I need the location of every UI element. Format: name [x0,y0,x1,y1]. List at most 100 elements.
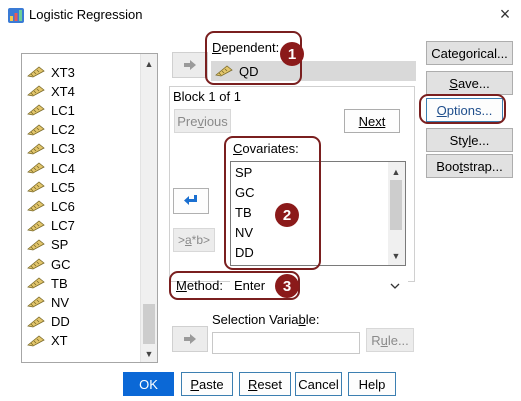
scale-variable-icon [27,277,45,289]
variable-name: LC5 [51,179,75,195]
covariates-scrollbar[interactable]: ▲ ▼ [388,162,405,265]
variable-name: LC7 [51,218,75,234]
title-bar [0,0,521,30]
cancel-button[interactable]: Cancel [295,372,342,396]
variable-name: TB [51,275,68,291]
method-label: Method: [176,278,223,293]
scale-variable-icon [27,143,45,155]
variable-name: NV [51,294,70,310]
selection-variable-field[interactable] [212,332,360,354]
scale-variable-icon [27,200,45,212]
scale-variable-icon [27,162,45,174]
variable-name: LC6 [51,198,75,214]
method-select[interactable]: Enter [230,275,408,296]
variable-list-item[interactable]: NV [22,292,140,312]
scroll-up-icon[interactable]: ▲ [391,167,401,177]
move-to-dependent-button[interactable] [172,52,208,78]
dependent-label-rest: ependent: [221,40,280,55]
scroll-up-icon[interactable]: ▲ [144,59,154,69]
variable-list-scrollbar[interactable]: ▲ ▼ [140,54,157,362]
variable-name: GC [51,256,71,272]
annotation-box-covariates [224,136,321,270]
categorical-button[interactable]: Categorical... [426,41,513,65]
selection-variable-label: Selection Variable: [212,312,320,327]
dependent-value: QD [239,63,259,79]
variable-name: XT [51,333,68,349]
scale-variable-icon [27,239,45,251]
reset-button[interactable]: Reset [239,372,291,396]
variable-list-item[interactable]: LC5 [22,177,140,197]
help-button[interactable]: Help [348,372,396,396]
variable-list-item[interactable]: SP [22,235,140,255]
save-button[interactable]: Save... [426,71,513,95]
scale-variable-icon [27,124,45,136]
variable-list-item[interactable]: LC4 [22,158,140,178]
move-to-covariates-button[interactable] [173,188,209,214]
scroll-thumb[interactable] [143,304,155,344]
rule-button[interactable]: Rule... [366,328,414,352]
right-arrow-icon [184,60,196,70]
annotation-badge-2: 2 [275,203,299,227]
scale-variable-icon [27,335,45,347]
variable-name: LC2 [51,122,75,138]
variable-name: XT4 [51,83,75,99]
variable-list-item[interactable]: LC6 [22,196,140,216]
variable-name: SP [51,237,69,253]
covariates-label: Covariates: [233,141,299,156]
variable-list-item[interactable]: XT3 [22,62,140,82]
variable-list-item[interactable]: LC1 [22,100,140,120]
move-arrow-icon [184,195,197,205]
covariate-item[interactable]: GC [235,185,255,200]
ok-button[interactable]: OK [123,372,174,396]
annotation-box-method [169,271,300,300]
covariate-item[interactable]: DD [235,245,254,260]
variable-name: LC1 [51,102,75,118]
scale-variable-icon [27,181,45,193]
paste-button[interactable]: Paste [181,372,233,396]
variable-list-item[interactable]: XT4 [22,81,140,101]
method-value: Enter [234,278,266,293]
next-button[interactable]: Next [344,109,400,133]
annotation-badge-1: 1 [280,42,304,66]
scale-variable-icon [27,316,45,328]
interaction-button[interactable]: >a*b> [173,228,215,252]
scroll-thumb[interactable] [390,180,402,230]
scale-variable-icon [215,65,233,77]
bootstrap-button[interactable]: Bootstrap... [426,154,513,178]
covariate-item[interactable]: NV [235,225,254,240]
right-arrow-icon [184,334,196,344]
covariate-item[interactable]: TB [235,205,252,220]
scale-variable-icon [27,104,45,116]
annotation-badge-3: 3 [275,274,299,298]
chevron-down-icon [390,283,400,289]
variable-list-item[interactable]: TB [22,273,140,293]
app-icon [8,8,24,23]
window-title: Logistic Regression [29,7,143,22]
close-icon[interactable]: × [499,4,511,24]
block-label: Block 1 of 1 [173,89,241,104]
variable-list-item[interactable]: LC7 [22,216,140,236]
scroll-down-icon[interactable]: ▼ [144,349,154,359]
variable-list-item[interactable]: LC2 [22,120,140,140]
scale-variable-icon [27,66,45,78]
variable-list-item[interactable]: DD [22,312,140,332]
variable-list-item[interactable]: XT [22,331,140,351]
dependent-label: Dependent: [212,40,280,55]
scroll-down-icon[interactable]: ▼ [391,251,401,261]
covariate-item[interactable]: SP [235,165,253,180]
variable-list-item[interactable]: GC [22,254,140,274]
options-button[interactable]: Options... [426,98,503,122]
move-to-selection-button[interactable] [172,326,208,352]
variable-name: LC3 [51,141,75,157]
annotation-box-options [419,94,506,124]
variable-list-item[interactable]: LC3 [22,139,140,159]
scale-variable-icon [27,296,45,308]
variable-name: LC4 [51,160,75,176]
scale-variable-icon [27,85,45,97]
variable-name: XT3 [51,64,75,80]
style-button[interactable]: Style... [426,128,513,152]
scale-variable-icon [27,258,45,270]
dependent-field[interactable]: QD [211,61,416,81]
previous-button[interactable]: Previous [174,109,231,133]
